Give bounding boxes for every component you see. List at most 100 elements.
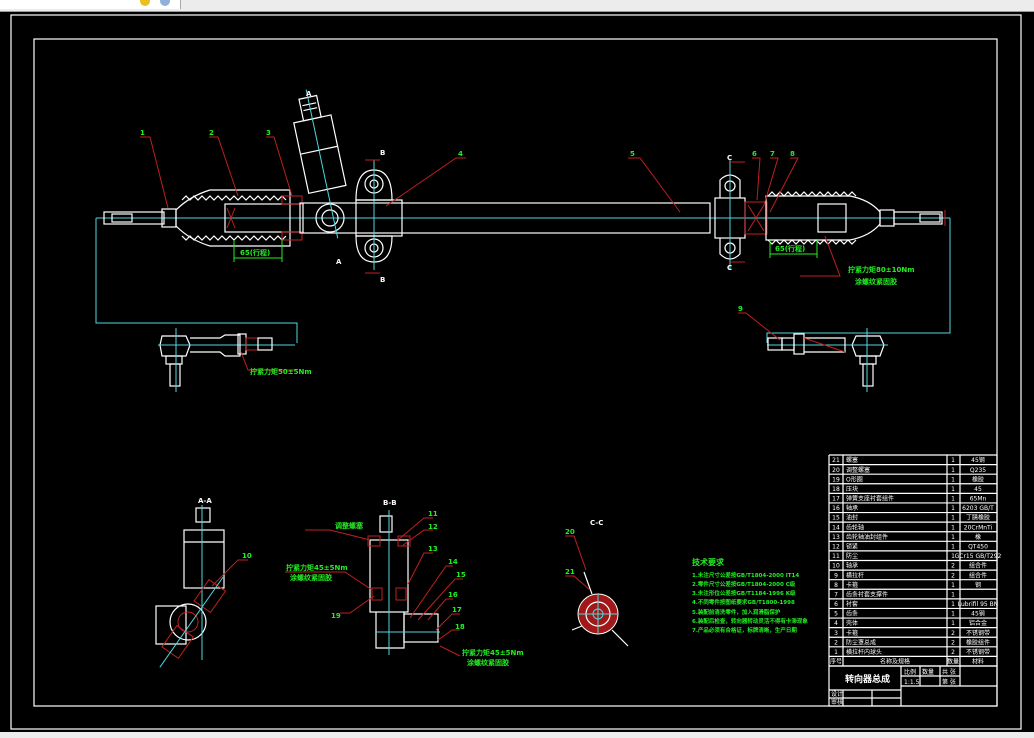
parts-row-material: 铝合金 (969, 619, 987, 627)
section-cc-view: C-C 20 21 (565, 519, 629, 647)
parts-row-qty: 1 (951, 505, 955, 512)
note-torque-bottom-2: 涂螺纹紧固胶 (467, 658, 509, 667)
parts-row-no: 19 (832, 476, 840, 483)
scale-label: 比例 (904, 668, 916, 676)
parts-row-material: Lubrifil 95 BN (958, 601, 998, 608)
balloon-6: 6 (752, 150, 757, 158)
parts-row-material: 钢 (975, 581, 981, 589)
parts-row-name: 油封 (846, 514, 858, 522)
parts-row-material: 橡胶 (972, 475, 984, 483)
parts-row-no: 5 (834, 611, 838, 618)
balloon-11: 11 (428, 510, 438, 518)
parts-row-qty: 2 (951, 630, 955, 637)
parts-row-name: 衬套 (846, 600, 858, 608)
parts-row-no: 21 (832, 457, 840, 464)
parts-row-qty: 1 (951, 524, 955, 531)
section-mark-c-bottom: C (727, 264, 732, 272)
parts-row-qty: 1 (951, 534, 955, 541)
parts-row-qty: 2 (951, 563, 955, 570)
tie-rod-right-view: 9 (738, 305, 888, 392)
parts-row-name: 防尘 (846, 552, 858, 560)
parts-row-qty: 1 (951, 544, 955, 551)
parts-row-no: 13 (832, 534, 840, 541)
parts-row-material: 45 (974, 486, 982, 493)
balloon-10: 10 (242, 552, 252, 560)
parts-row-name: 齿轮轴 (846, 523, 864, 531)
parts-row-material: 45钢 (971, 456, 985, 464)
balloon-8: 8 (790, 150, 795, 158)
section-aa-label: A-A (198, 497, 212, 505)
section-mark-a-top: A (306, 90, 312, 98)
parts-row-material: Q235 (970, 467, 986, 474)
parts-row-name: O形圈 (846, 475, 863, 483)
sheet-number: 第 张 (942, 678, 956, 686)
parts-row-material: 丁腈橡胶 (966, 514, 990, 522)
scale-value: 1:1.5 (904, 679, 920, 686)
parts-row-material: 6203 GB/T (962, 505, 994, 512)
parts-row-qty: 2 (951, 649, 955, 656)
note-torque-bottom-1: 拧紧力矩45±5Nm (462, 648, 524, 657)
view-icon[interactable] (160, 0, 170, 6)
balloon-9: 9 (738, 305, 743, 313)
parts-row-name: 轴承 (846, 562, 858, 570)
parts-row-name: 螺塞 (846, 456, 858, 464)
layer-icon[interactable] (140, 0, 150, 6)
note-torque-mid-1: 拧紧力矩45±5Nm (286, 563, 348, 572)
parts-row-material: 65Mn (970, 496, 987, 503)
section-aa-view: A-A 10 (155, 497, 252, 668)
parts-row-name: 卡箍 (846, 629, 858, 637)
parts-row-qty: 1 (951, 591, 955, 598)
parts-row-name: 调整螺塞 (846, 466, 870, 474)
dim-stroke-right: 65(行程) (775, 244, 805, 253)
parts-row-qty: 1 (951, 553, 955, 560)
parts-row-qty: 1 (951, 486, 955, 493)
tie-rod-left-view: 拧紧力矩50±5Nm (158, 328, 312, 392)
note-torque-mid-2: 涂螺纹紧固胶 (290, 573, 332, 582)
parts-row-name: 横拉杆内球头 (846, 648, 882, 656)
parts-row-qty: 1 (951, 476, 955, 483)
section-mark-b-top: B (380, 149, 385, 157)
parts-row-no: 15 (832, 515, 840, 522)
drawing-canvas[interactable]: 65(行程) 65(行程) A A B B C C 1 2 3 4 5 6 7 … (0, 12, 1034, 732)
balloon-1: 1 (140, 129, 145, 137)
balloon-19: 19 (331, 612, 341, 620)
command-field[interactable] (0, 0, 181, 9)
balloon-20: 20 (565, 528, 575, 536)
parts-row-qty: 2 (951, 639, 955, 646)
section-cc-label: C-C (590, 519, 603, 527)
parts-row-name: 壳体 (846, 619, 858, 627)
parts-row-material: 20CrMnTi (964, 524, 993, 531)
balloon-2: 2 (209, 129, 214, 137)
tech-req-item: 6.装配后检查，转向器转动灵活不得有卡滞现象 (692, 617, 808, 625)
tech-req-item: 4.不同零件按图纸要求GB/T1800-1998 (692, 598, 795, 606)
parts-header-no: 序号 (830, 658, 842, 666)
parts-row-no: 10 (832, 563, 840, 570)
parts-row-material: 45钢 (971, 610, 985, 618)
parts-row-no: 2 (834, 639, 838, 646)
tech-req-item: 2.零件尺寸公差按GB/T1804-2000 C级 (692, 580, 796, 588)
parts-row-no: 8 (834, 582, 838, 589)
parts-row-material: GCr15 GB/T292 (955, 553, 1002, 560)
parts-row-no: 18 (832, 486, 840, 493)
parts-row-no: 9 (834, 572, 838, 579)
parts-row-no: 11 (832, 553, 840, 560)
parts-row-qty: 1 (951, 457, 955, 464)
note-torque-left: 拧紧力矩50±5Nm (250, 367, 312, 376)
section-bb-view: B-B 调整螺塞 拧紧力矩45±5Nm 涂螺纹紧固胶 11 12 13 14 1… (285, 499, 524, 667)
parts-row-material: 不锈钢带 (966, 629, 990, 637)
parts-row-no: 3 (834, 630, 838, 637)
technical-requirements: 技术要求 1.未注尺寸公差按GB/T1804-2000 IT14 2.零件尺寸公… (692, 557, 808, 634)
parts-row-no: 20 (832, 467, 840, 474)
parts-row-no: 1 (834, 649, 838, 656)
parts-row-no: 17 (832, 496, 840, 503)
balloon-5: 5 (630, 150, 635, 158)
designer-label: 设计 (831, 690, 843, 698)
checker-label: 审核 (831, 698, 843, 706)
parts-row-no: 14 (832, 524, 840, 531)
parts-row-material: 橡 (975, 533, 981, 541)
parts-row-qty: 2 (951, 572, 955, 579)
parts-row-name: 齿条衬套支撑件 (846, 590, 888, 598)
parts-row-qty: 1 (951, 582, 955, 589)
balloon-14: 14 (448, 558, 458, 566)
